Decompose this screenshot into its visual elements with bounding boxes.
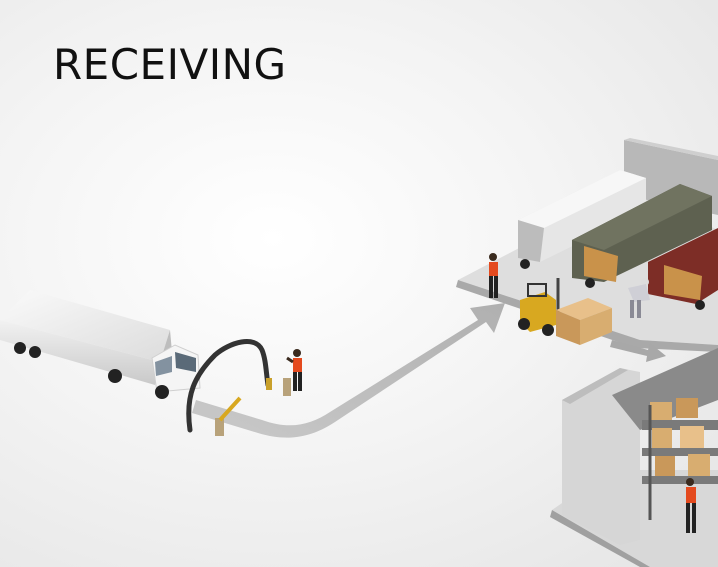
- entrance-gate: [186, 339, 271, 433]
- flow-arrow-path: [192, 303, 505, 438]
- dock-trailer-white: [518, 170, 646, 269]
- barrier-arm: [215, 396, 242, 436]
- slide-title: RECEIVING: [53, 40, 287, 89]
- dock-trailer-green: [572, 184, 712, 288]
- cargo-boxes: [556, 298, 612, 345]
- worker-at-storage: [686, 478, 696, 533]
- flow-arrow-storage: [610, 340, 666, 362]
- dock-trailer-red: [648, 228, 718, 310]
- worker-bending: [628, 278, 650, 318]
- worker-at-gate: [286, 349, 302, 391]
- barrier-post-right: [266, 378, 291, 396]
- worker-at-dock: [489, 253, 498, 298]
- delivery-truck: [0, 290, 201, 399]
- storage-building: [562, 348, 718, 545]
- forklift: [518, 278, 560, 336]
- storage-shelves: [642, 398, 718, 520]
